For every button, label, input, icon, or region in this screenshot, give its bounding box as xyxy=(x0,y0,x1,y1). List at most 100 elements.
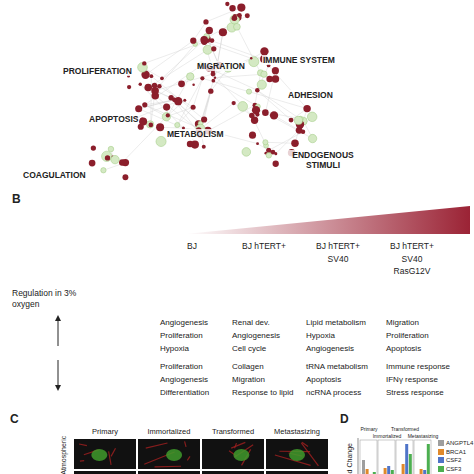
process-term: PROLIFERATION xyxy=(62,66,133,76)
network-dot xyxy=(261,71,267,77)
column-header: BJ hTERT+ SV40 xyxy=(314,240,362,265)
network-dot xyxy=(111,155,119,163)
network-dot xyxy=(190,37,196,43)
network-dot xyxy=(270,111,278,119)
network-graph xyxy=(89,2,317,180)
network-dot xyxy=(294,116,302,124)
network-link xyxy=(215,74,264,78)
network-dot xyxy=(245,13,250,18)
legend-text: BRCA1 xyxy=(446,449,466,455)
network-link xyxy=(151,76,204,119)
network-dot xyxy=(102,151,112,161)
network-dot xyxy=(162,113,170,121)
network-link xyxy=(265,142,295,143)
legend-text: CSF2 xyxy=(446,457,461,463)
network-link xyxy=(213,81,257,107)
network-dot xyxy=(166,113,170,117)
condition-title: Transformed xyxy=(202,427,264,436)
go-term: Hypoxia xyxy=(306,331,335,341)
network-dot xyxy=(191,105,196,110)
network-dot xyxy=(249,113,255,119)
network-dot xyxy=(146,121,153,128)
go-term: Differentiation xyxy=(160,388,209,398)
network-dot xyxy=(237,13,242,18)
network-dot xyxy=(160,76,164,80)
go-term: Migration xyxy=(232,375,265,385)
microscopy-images xyxy=(74,439,328,474)
process-term: METABOLISM xyxy=(166,129,225,139)
nucleus-stain xyxy=(91,449,107,461)
cytoskeleton-stain xyxy=(235,443,237,448)
network-dot xyxy=(219,28,227,36)
go-term: Collagen xyxy=(232,362,264,372)
network-dot xyxy=(139,83,142,86)
network-dot xyxy=(183,99,186,102)
go-term: ncRNA process xyxy=(306,388,361,398)
network-dot xyxy=(151,87,159,95)
micrograph xyxy=(74,439,136,469)
network-dot xyxy=(156,136,166,146)
network-dot xyxy=(206,27,213,34)
panel-letter: D xyxy=(340,412,349,426)
network-dot xyxy=(214,77,216,79)
network-dot xyxy=(307,112,317,122)
network-link xyxy=(201,81,214,124)
go-term: Migration xyxy=(386,318,419,328)
micrograph xyxy=(266,439,328,469)
fold-change-bar xyxy=(405,444,408,474)
panel-frame xyxy=(396,440,413,474)
network-dot xyxy=(303,105,310,112)
go-term: Hypoxia xyxy=(160,344,189,354)
network-dot xyxy=(156,123,164,131)
network-dot xyxy=(289,118,294,123)
go-term: Proliferation xyxy=(160,362,203,372)
network-link xyxy=(213,70,257,90)
network-dot xyxy=(200,76,204,80)
process-term: APOPTOSIS xyxy=(88,114,139,124)
fold-change-bar xyxy=(391,470,394,474)
network-dot xyxy=(274,152,277,155)
network-dot xyxy=(255,88,260,93)
network-dot xyxy=(238,102,248,112)
cytoskeleton-stain xyxy=(111,448,115,456)
go-term: Proliferation xyxy=(386,331,429,341)
legend-text: ANGPTL4 xyxy=(446,440,473,446)
network-dot xyxy=(172,98,175,101)
network-dot xyxy=(175,122,180,127)
micrograph xyxy=(74,471,136,474)
fold-change-bar xyxy=(387,466,390,474)
network-dot xyxy=(308,134,316,142)
condition-title: Metastasizing xyxy=(266,427,328,436)
network-dot xyxy=(272,67,279,74)
go-term: Immune response xyxy=(386,362,450,372)
network-dot xyxy=(203,45,212,54)
network-dot xyxy=(122,174,128,180)
row-label: Regulation in 3% oxygen xyxy=(12,288,78,310)
network-link xyxy=(155,44,195,91)
fold-change-bar xyxy=(420,469,423,474)
network-link xyxy=(213,74,252,116)
cytoskeleton-stain xyxy=(80,460,84,462)
network-dot xyxy=(157,84,162,89)
network-dot xyxy=(127,85,131,89)
panel-frame xyxy=(378,440,395,474)
network-dot xyxy=(263,140,268,145)
cytoskeleton-stain xyxy=(231,442,245,448)
network-dot xyxy=(203,19,208,24)
network-dot xyxy=(201,116,207,122)
legend-entry: CSF3 xyxy=(438,466,461,472)
go-term: Angiogenesis xyxy=(306,344,354,354)
up-arrow xyxy=(58,318,59,346)
legend-entry: CSF2 xyxy=(438,457,461,463)
process-term: ADHESION xyxy=(287,90,334,100)
network-dot xyxy=(256,142,259,145)
go-term: Proliferation xyxy=(160,331,203,341)
panel-letter: C xyxy=(10,412,19,426)
process-term: MIGRATION xyxy=(196,61,246,71)
network-dot xyxy=(172,98,176,102)
network-dot xyxy=(91,145,96,150)
legend-entry: BRCA1 xyxy=(438,449,466,455)
column-header: BJ hTERT+ xyxy=(240,240,288,253)
legend-swatch xyxy=(438,466,444,472)
network-link xyxy=(162,40,204,79)
